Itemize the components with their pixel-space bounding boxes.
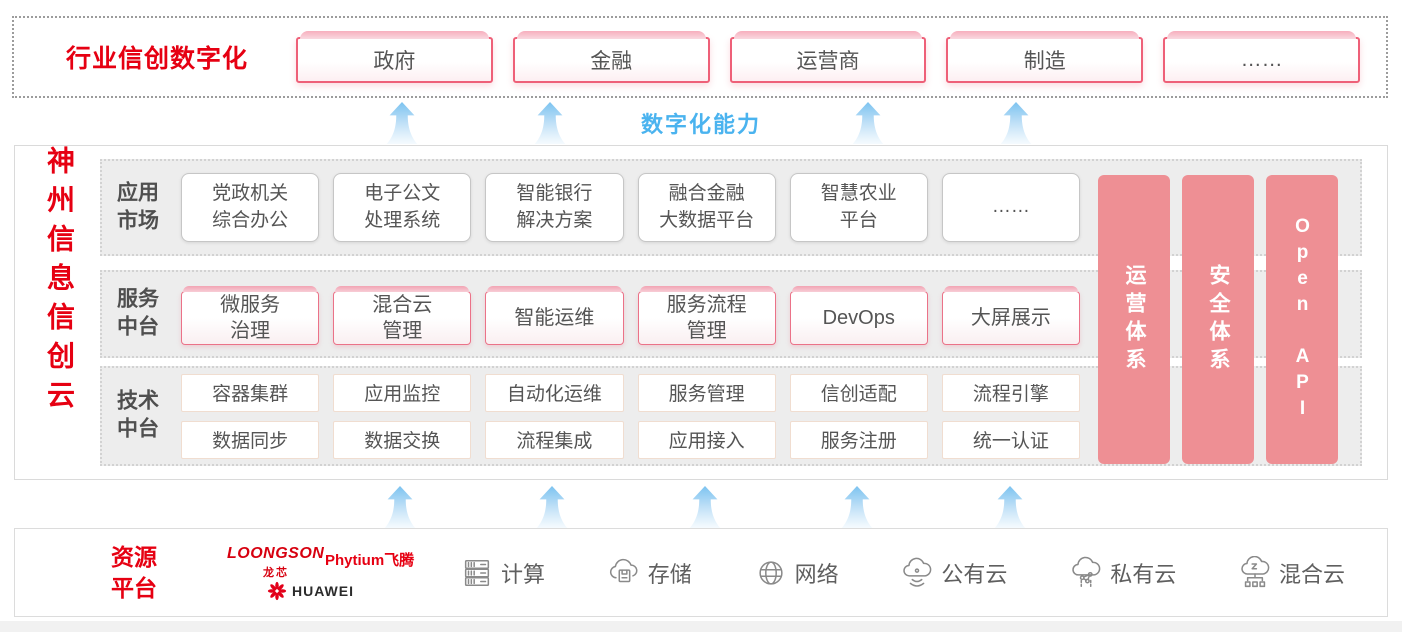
resource-item: 存储 xyxy=(607,556,692,590)
public-cloud-icon xyxy=(903,557,932,587)
platform-box: 智慧农业 平台 xyxy=(789,173,928,242)
side-bar: 运营体系 xyxy=(1098,175,1170,464)
platform-box: 混合云 管理 xyxy=(333,285,472,345)
industry-boxes: 政府金融运营商制造 …… xyxy=(296,31,1360,83)
side-bar: Open API xyxy=(1266,175,1338,464)
industry-box: 政府 xyxy=(296,31,493,83)
platform-box: 服务注册 xyxy=(789,420,928,459)
resource-item: 网络 xyxy=(754,556,839,590)
resource-item: 私有云 xyxy=(1069,556,1176,590)
platform-row-tech: 技术 中台容器集群应用监控自动化运维服务管理信创适配流程引擎数据同步数据交换流程… xyxy=(100,366,1362,466)
platform-box: 应用接入 xyxy=(637,420,776,459)
row-label: 服务 中台 xyxy=(117,287,159,339)
row-boxes: 党政机关 综合办公电子公文 处理系统智能银行 解决方案融合金融 大数据平台智慧农… xyxy=(181,161,1080,254)
platform-box: 党政机关 综合办公 xyxy=(181,173,320,242)
up-arrow-icon xyxy=(839,486,875,528)
industry-box: …… xyxy=(1163,31,1360,83)
side-bar: 安全体系 xyxy=(1182,175,1254,464)
up-arrow-icon xyxy=(687,486,723,528)
platform-box: 融合金融 大数据平台 xyxy=(637,173,776,242)
platform-box: 智能银行 解决方案 xyxy=(485,173,624,242)
up-arrow-icon xyxy=(382,486,418,528)
platform-box: 统一认证 xyxy=(941,420,1080,459)
server-icon xyxy=(464,559,490,586)
loongson-logo: LOONGSON xyxy=(227,545,325,562)
platform-box: 数据同步 xyxy=(181,420,320,459)
row-label: 应用 市场 xyxy=(117,181,159,233)
platform-box: 自动化运维 xyxy=(485,373,624,412)
row-boxes: 容器集群应用监控自动化运维服务管理信创适配流程引擎数据同步数据交换流程集成应用接… xyxy=(181,368,1080,464)
platform-box: 服务流程 管理 xyxy=(637,285,776,345)
huawei-logo: HUAWEI xyxy=(267,581,354,601)
resource-items: 计算 存储 网络 公有云 私有云 混合云 xyxy=(460,529,1345,616)
resource-panel: 资源 平台 LOONGSON 龙芯 Phytium飞腾 xyxy=(14,528,1388,617)
up-arrow-icon xyxy=(850,102,886,144)
platform-box: 服务管理 xyxy=(637,373,776,412)
resource-item-label: 存储 xyxy=(647,561,692,587)
resource-item-label: 网络 xyxy=(794,561,839,587)
resource-item: 混合云 xyxy=(1238,555,1345,590)
industry-banner: 行业信创数字化 政府金融运营商制造 …… xyxy=(12,16,1388,98)
platform-box: 电子公文 处理系统 xyxy=(333,173,472,242)
up-arrow-icon xyxy=(998,102,1034,144)
up-arrow-icon xyxy=(992,486,1028,528)
platform-title: 神州信息信创云 xyxy=(44,146,75,419)
platform-box: 智能运维 xyxy=(485,285,624,345)
resource-item-label: 计算 xyxy=(501,561,546,587)
phytium-logo: Phytium飞腾 xyxy=(325,552,415,569)
vendor-logos: LOONGSON 龙芯 Phytium飞腾 HUAWEI xyxy=(215,537,445,609)
resource-item-label: 混合云 xyxy=(1278,561,1345,587)
platform-box: 数据交换 xyxy=(333,420,472,459)
hybrid-cloud-icon xyxy=(1241,555,1270,587)
row-label: 技术 中台 xyxy=(117,389,159,441)
huawei-flower-icon xyxy=(267,581,287,601)
up-arrow-icon xyxy=(384,102,420,144)
platform-box: 微服务 治理 xyxy=(181,285,320,345)
platform-box: 应用监控 xyxy=(333,373,472,412)
platform-box: DevOps xyxy=(789,285,928,345)
platform-box: 容器集群 xyxy=(181,373,320,412)
platform-row-app: 应用 市场党政机关 综合办公电子公文 处理系统智能银行 解决方案融合金融 大数据… xyxy=(100,159,1362,256)
resource-item-label: 公有云 xyxy=(941,561,1008,587)
banner-title: 行业信创数字化 xyxy=(66,45,249,73)
storage-cloud-icon xyxy=(609,558,638,582)
industry-box: 运营商 xyxy=(729,31,927,83)
industry-box: 制造 xyxy=(946,31,1144,83)
up-arrow-icon xyxy=(534,486,570,528)
resource-item: 计算 xyxy=(460,556,545,590)
resource-title: 资源 平台 xyxy=(111,543,157,601)
platform-panel: 神州信息信创云 应用 市场党政机关 综合办公电子公文 处理系统智能银行 解决方案… xyxy=(14,145,1388,480)
industry-box: 金融 xyxy=(512,31,710,83)
platform-box: …… xyxy=(941,173,1080,242)
bottom-strip xyxy=(0,621,1402,632)
resource-item: 公有云 xyxy=(900,556,1007,590)
private-cloud-icon xyxy=(1072,556,1101,588)
resource-item-label: 私有云 xyxy=(1110,561,1177,587)
capability-label: 数字化能力 xyxy=(640,112,761,137)
platform-box: 信创适配 xyxy=(789,373,928,412)
network-globe-icon xyxy=(758,560,783,585)
platform-box: 流程引擎 xyxy=(941,373,1080,412)
platform-box: 流程集成 xyxy=(485,420,624,459)
huawei-label: HUAWEI xyxy=(292,583,354,599)
up-arrow-icon xyxy=(532,102,568,144)
loongson-cn-label: 龙芯 xyxy=(263,567,289,579)
platform-box: 大屏展示 xyxy=(941,285,1080,345)
